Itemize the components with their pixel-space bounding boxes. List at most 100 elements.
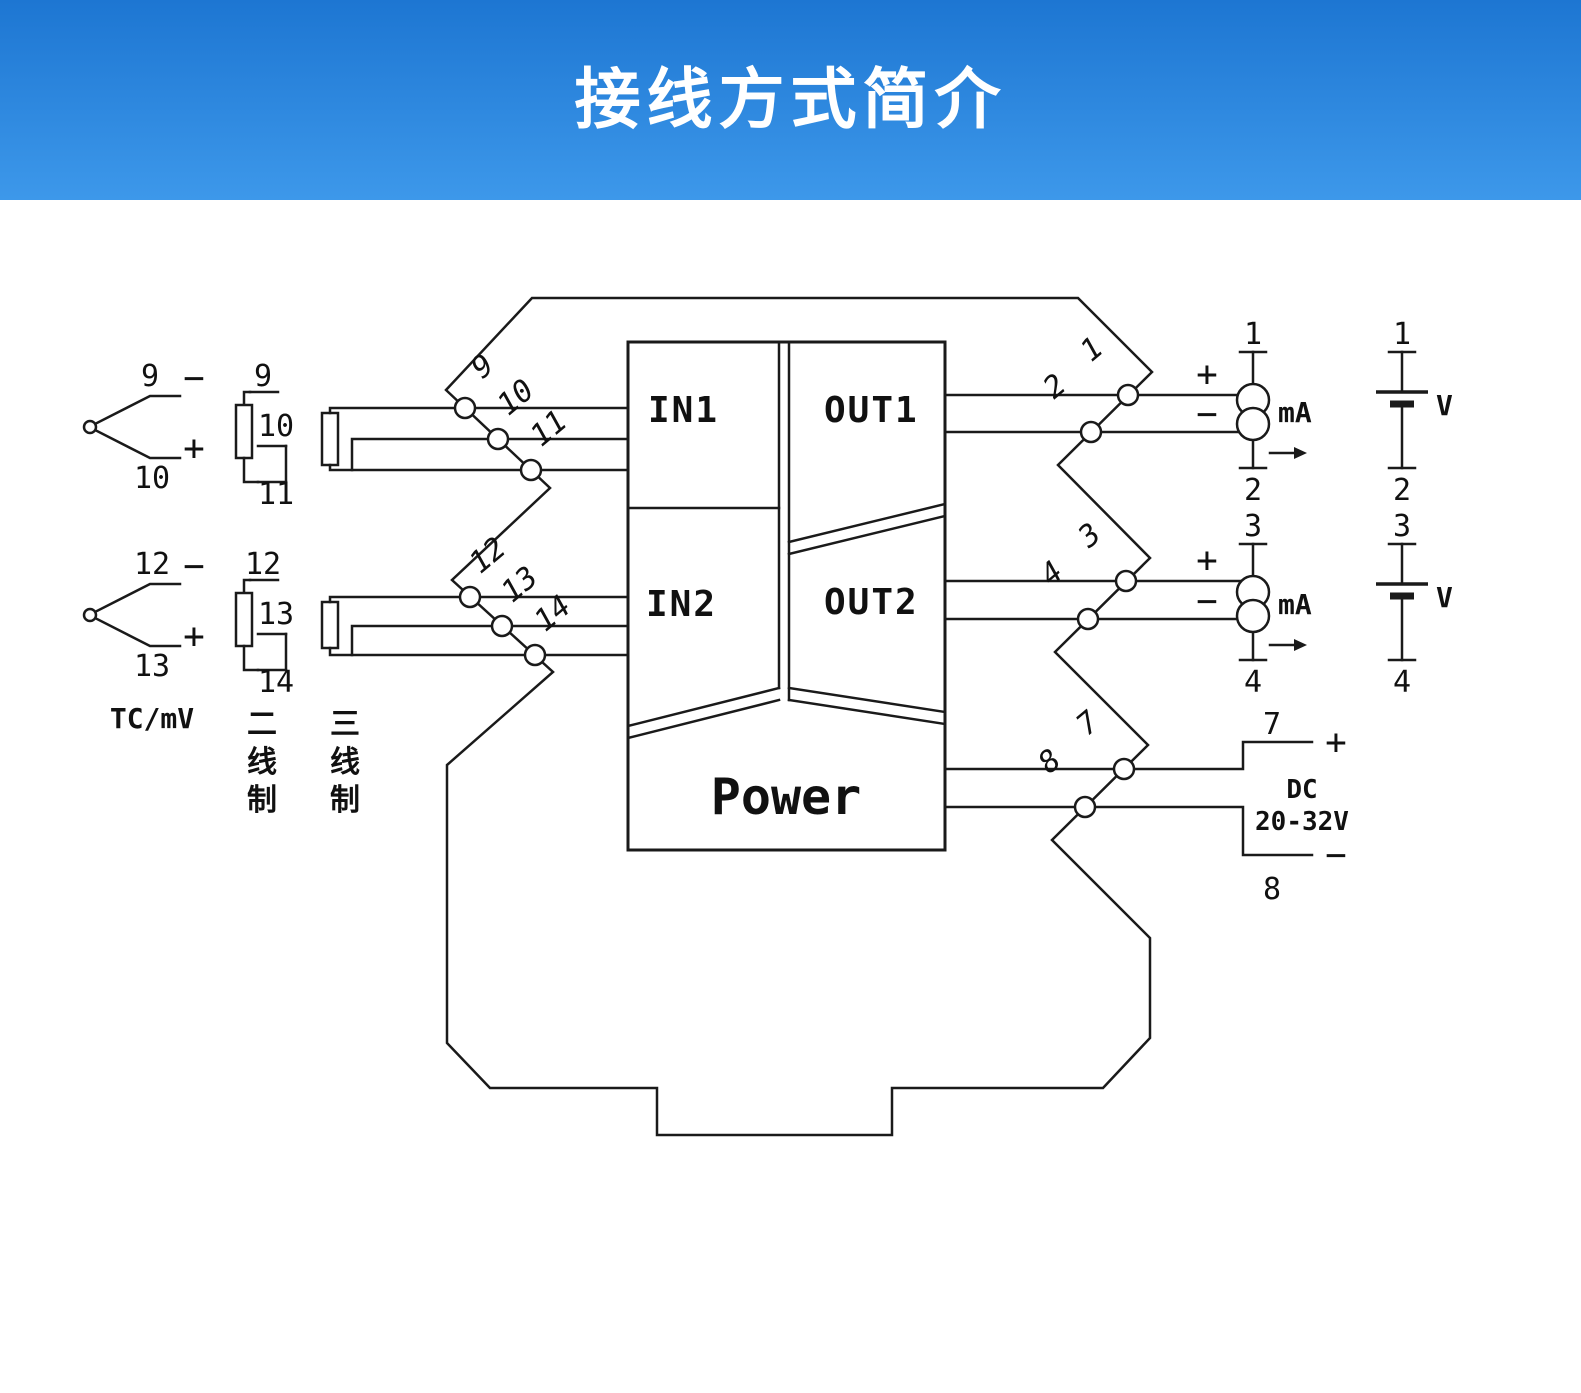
two-wire-top-resistor — [234, 403, 254, 460]
terminal-4-label: 4 — [1034, 555, 1070, 593]
power-divider-left-b — [626, 698, 781, 740]
ma1-unit-label: mA — [1278, 396, 1312, 429]
tc-top-neg-terminal: 9 — [141, 359, 159, 394]
out-divider-a — [787, 502, 947, 544]
ma1-top-terminal: 1 — [1244, 317, 1262, 352]
terminal-11-label: 11 — [524, 404, 574, 454]
terminal-10-label: 10 — [491, 373, 541, 423]
terminal-2-circle — [1079, 420, 1103, 444]
wiring-diagram: 9 − + 10 12 − + 13 TC/mV 9 10 11 12 — [82, 296, 1453, 1137]
two-wire-bottom-t2: 13 — [258, 597, 294, 632]
two-wire-top-t2: 10 — [258, 409, 294, 444]
terminal-1-circle — [1116, 383, 1140, 407]
three-wire-label-char-3: 制 — [330, 783, 360, 818]
wire-terminal-10 — [350, 437, 630, 472]
v-load-1: 1 V 2 — [1376, 317, 1453, 508]
power-label: Power — [711, 768, 862, 826]
wire-terminal-14 — [328, 646, 630, 657]
module-core: IN1 OUT1 IN2 OUT2 Power — [626, 340, 947, 852]
three-wire-sensor: 三 线 制 — [320, 411, 360, 818]
ma2-source-circle-bottom — [1235, 598, 1271, 634]
two-wire-sensor: 9 10 11 12 13 14 二 线 制 — [234, 359, 294, 818]
ma2-top-terminal: 3 — [1244, 509, 1262, 544]
v1-top-terminal: 1 — [1393, 317, 1411, 352]
wire-terminal-13 — [350, 624, 630, 657]
v1-bottom-terminal: 2 — [1393, 473, 1411, 508]
out2-plus-sign: + — [1196, 540, 1218, 581]
supply-minus-sign: − — [1325, 835, 1347, 876]
ma2-current-arrow-head — [1294, 639, 1307, 651]
v2-unit-label: V — [1436, 581, 1453, 614]
v2-bottom-terminal: 4 — [1393, 665, 1411, 700]
terminal-9-label: 9 — [465, 348, 501, 386]
terminal-4-circle — [1076, 607, 1100, 631]
terminal-13-circle — [490, 614, 514, 638]
wire-terminal-12 — [328, 595, 630, 604]
wire-terminal-7 — [943, 740, 1314, 771]
two-wire-label-char-2: 线 — [247, 745, 277, 780]
wire-terminal-11 — [328, 463, 630, 472]
terminal-3-label: 3 — [1071, 517, 1108, 556]
supply-dc-label: DC — [1286, 775, 1317, 805]
supply-top-terminal: 7 — [1263, 707, 1281, 742]
terminal-1-label: 1 — [1074, 331, 1110, 369]
ma-load-1: 1 mA 2 — [1235, 317, 1312, 508]
tc-bottom-plus-sign: + — [183, 616, 205, 657]
terminal-8-circle — [1073, 795, 1097, 819]
tc-label: TC/mV — [110, 702, 194, 735]
terminal-7-circle — [1112, 757, 1136, 781]
ma1-bottom-terminal: 2 — [1244, 473, 1262, 508]
tc-bottom-neg-terminal: 12 — [134, 547, 170, 582]
terminal-7-label: 7 — [1070, 705, 1106, 743]
power-divider-left-a — [626, 686, 781, 728]
terminal-10-circle — [486, 427, 510, 451]
out1-plus-sign: + — [1196, 354, 1218, 395]
two-wire-label-char-3: 制 — [247, 783, 277, 818]
tc-bottom-neg-lead — [93, 582, 182, 614]
tc-bottom-pos-lead — [93, 616, 182, 648]
terminal-2-label: 2 — [1037, 368, 1073, 406]
tc-bottom-pos-terminal: 13 — [134, 649, 170, 684]
two-wire-bottom-t3: 14 — [258, 665, 294, 700]
two-wire-bottom-lead-bottom — [242, 644, 260, 672]
terminal-9-circle — [453, 396, 477, 420]
two-wire-bottom-lead-top — [242, 578, 252, 595]
tc-junction-top — [82, 419, 98, 435]
out2-label: OUT2 — [824, 582, 919, 623]
in2-label: IN2 — [646, 584, 717, 625]
ma1-source-circle-bottom — [1235, 406, 1271, 442]
terminal-14-circle — [523, 643, 547, 667]
wire-terminal-9 — [328, 406, 630, 415]
tc-top-minus-sign: − — [183, 358, 205, 399]
v1-unit-label: V — [1436, 389, 1453, 422]
three-wire-label-char-1: 三 — [330, 707, 360, 742]
out1-label: OUT1 — [824, 390, 919, 431]
module-box — [626, 340, 947, 852]
supply-voltage-label: 20-32V — [1255, 807, 1349, 837]
output-polarity: + − + − — [1196, 354, 1218, 622]
ma2-bottom-terminal: 4 — [1244, 665, 1262, 700]
two-wire-top-lead-bottom — [242, 456, 260, 484]
terminal-8-label: 8 — [1032, 743, 1068, 781]
in1-label: IN1 — [648, 390, 719, 431]
power-divider-right-b — [787, 698, 947, 726]
page-header: 接线方式简介 — [0, 0, 1581, 200]
output-terminals: 1 2 3 4 7 8 — [1032, 331, 1140, 819]
tc-top-pos-lead — [93, 428, 182, 460]
page-title: 接线方式简介 — [574, 61, 1007, 138]
three-wire-bottom-resistor — [320, 600, 340, 650]
tc-top-plus-sign: + — [183, 428, 205, 469]
two-wire-top-lead-top — [242, 390, 252, 407]
power-supply: 7 + DC 20-32V − 8 — [1255, 707, 1349, 907]
terminal-13-label: 13 — [495, 560, 545, 610]
out1-minus-sign: − — [1196, 394, 1218, 435]
v-load-2: 3 V 4 — [1376, 509, 1453, 700]
tc-junction-bottom — [82, 607, 98, 623]
power-divider-right-a — [787, 686, 947, 714]
terminal-12-circle — [458, 585, 482, 609]
two-wire-bottom-resistor — [234, 591, 254, 648]
input-wires — [328, 406, 630, 657]
three-wire-top-resistor — [320, 411, 340, 467]
tc-bottom-minus-sign: − — [183, 546, 205, 587]
